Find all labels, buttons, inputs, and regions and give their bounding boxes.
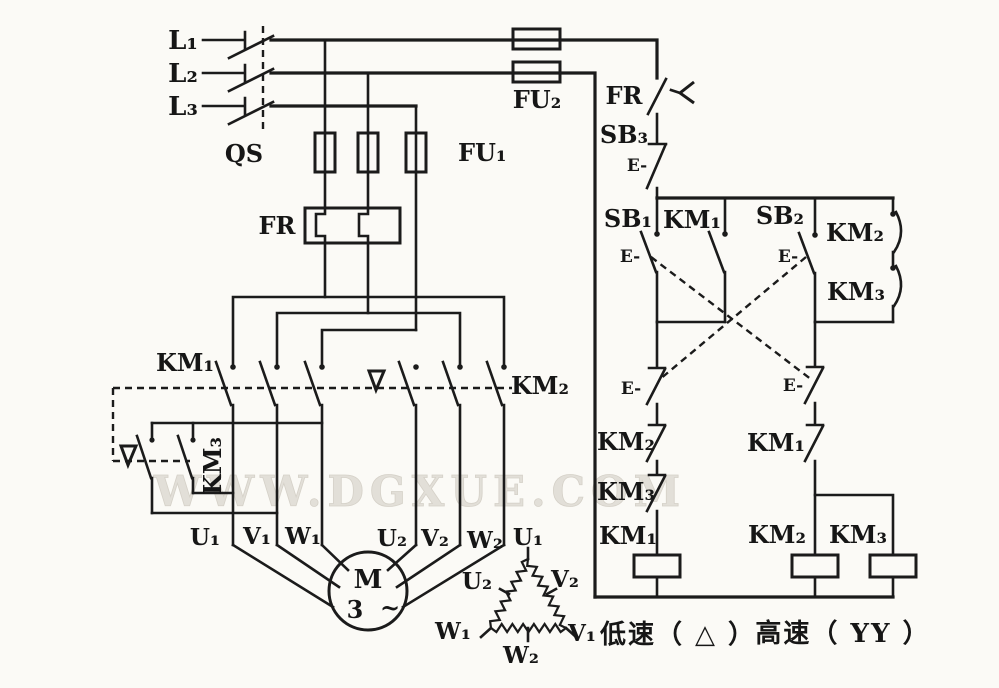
label-winding-u1: U₁ [513, 524, 543, 551]
thermal-relay-fr-heater [303, 206, 402, 245]
label-phase-l2: L₂ [168, 59, 198, 89]
label-km2-hold: KM₂ [826, 218, 884, 247]
label-km1-main: KM₁ [156, 348, 214, 377]
qs-disconnect-switch [201, 26, 275, 131]
control-high-speed-branch [790, 320, 918, 599]
winding-diagram [479, 546, 578, 643]
linkage-triangle-km3 [118, 444, 139, 470]
button-linkage-dashed [650, 256, 813, 381]
label-winding-u2: U₂ [462, 568, 492, 595]
control-sb1-button [639, 196, 660, 324]
km1-coil [632, 553, 682, 579]
label-terminal-w1: W₁ [284, 523, 321, 550]
label-terminal-v2: V₂ [420, 525, 449, 552]
fuse-fu1 [313, 131, 428, 174]
label-terminal-u1: U₁ [190, 524, 220, 551]
mechanical-linkage [111, 369, 512, 470]
label-fu2: FU₂ [513, 85, 561, 114]
label-fu1: FU₁ [458, 138, 506, 167]
label-e-low: E- [621, 379, 641, 399]
label-km2-nc: KM₂ [597, 427, 655, 456]
label-winding-v2: V₂ [550, 566, 579, 593]
control-low-speed-branch [632, 320, 682, 599]
control-fr-contact [646, 77, 695, 145]
motor-lead-wiring [231, 403, 506, 609]
label-km2-coil: KM₂ [748, 520, 806, 549]
label-sb3: SB₃ [600, 120, 648, 149]
label-phase-l1: L₁ [168, 26, 198, 56]
label-phase-l3: L₃ [168, 92, 198, 122]
km3-star-contacts [135, 421, 324, 515]
label-sb1: SB₁ [604, 204, 652, 233]
control-km2-km3-hold-contacts [813, 196, 903, 324]
phase-bracket-wiring [231, 295, 506, 366]
label-km1-nc: KM₁ [747, 428, 805, 457]
motor-symbol [327, 550, 409, 632]
motor-letter: M [354, 565, 383, 595]
label-e-sb1: E- [620, 247, 640, 267]
km2-main-contacts [397, 360, 507, 407]
motor-wave-symbol: ~ [380, 593, 400, 622]
label-km2-main: KM₂ [511, 371, 569, 400]
linkage-triangle-main [366, 369, 387, 395]
label-fr-control: FR [606, 81, 644, 110]
label-fr-main: FR [259, 211, 297, 240]
label-terminal-v1: V₁ [242, 523, 271, 550]
caption-low-speed: 低速（ △ ） [599, 620, 756, 650]
control-km1-hold-contact [655, 196, 728, 324]
label-terminal-u2: U₂ [377, 525, 407, 552]
label-km1-hold: KM₁ [663, 205, 721, 234]
label-e-high: E- [783, 376, 803, 396]
label-e-sb3: E- [627, 156, 647, 176]
motor-phase-count: 3 [347, 595, 364, 624]
label-sb2: SB₂ [756, 201, 804, 230]
label-km3-main: KM₃ [198, 437, 227, 495]
km1-main-contacts [214, 360, 325, 407]
label-terminal-w2: W₂ [466, 527, 503, 554]
km3-coil [868, 553, 918, 579]
control-sb3-stop-button [645, 142, 668, 200]
power-bus-wiring [269, 38, 659, 599]
label-km3-hold: KM₃ [827, 277, 885, 306]
label-km1-coil: KM₁ [599, 521, 657, 550]
label-qs: QS [225, 139, 263, 168]
label-km3-coil: KM₃ [829, 520, 887, 549]
caption-high-speed: 高速（ YY ） [755, 618, 930, 649]
label-winding-w1: W₁ [434, 618, 471, 645]
km2-coil [790, 553, 840, 579]
label-winding-w2: W₂ [502, 642, 539, 669]
fuse-fu2 [511, 27, 562, 84]
label-e-sb2: E- [778, 247, 798, 267]
control-sb2-button [797, 196, 818, 324]
label-km3-nc: KM₃ [597, 477, 655, 506]
label-winding-v1: V₁ [567, 620, 596, 647]
